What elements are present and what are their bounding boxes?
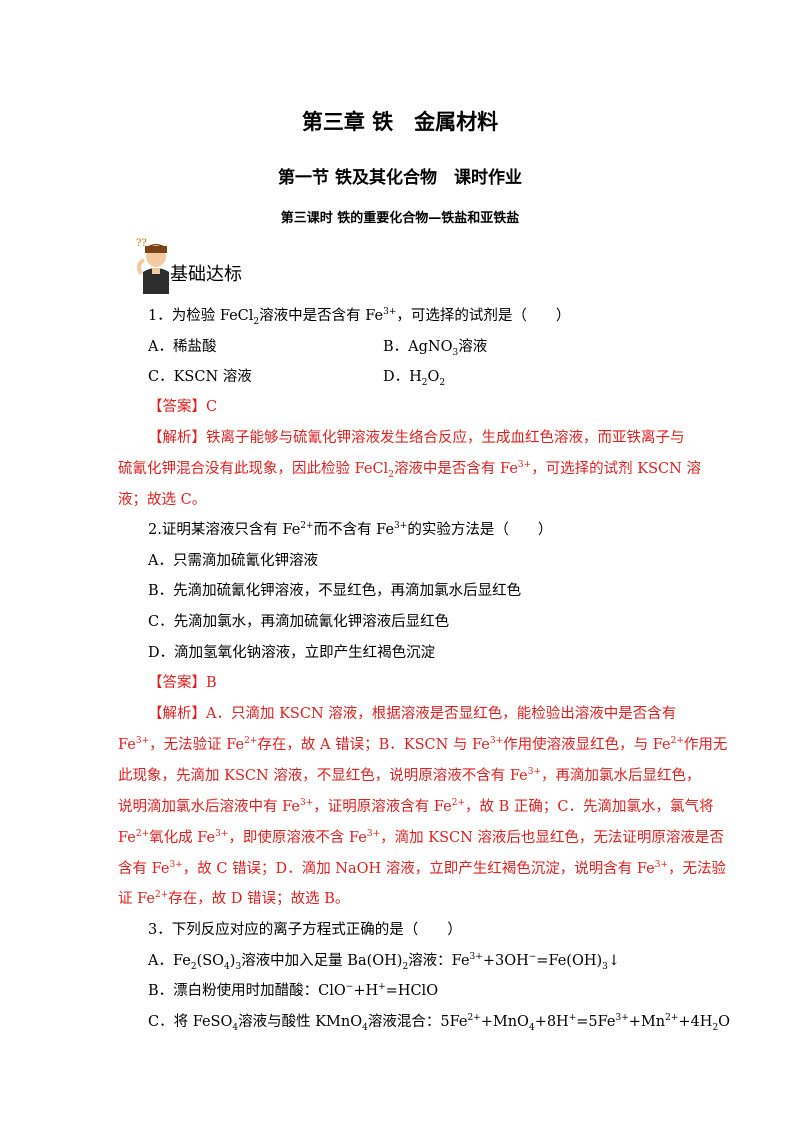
section-title: 第一节 铁及其化合物 课时作业 — [278, 168, 522, 188]
lesson-title: 第三课时 铁的重要化合物—铁盐和亚铁盐 — [280, 211, 520, 226]
q1-stem: 1．为检验 FeCl2溶液中是否含有 Fe3+，可选择的试剂是（ ） — [148, 307, 571, 327]
q3-stem: 3．下列反应对应的离子方程式正确的是（ ） — [148, 922, 462, 938]
q1-option-b: B．AgNO3溶液 — [383, 339, 488, 358]
svg-text:??: ?? — [136, 238, 147, 249]
q2-option-d: D．滴加氢氧化钠溶液，立即产生红褐色沉淀 — [148, 645, 436, 661]
q2-analysis-line: 证 Fe2+存在，故 D 错误；故选 B。 — [118, 890, 350, 907]
q3-option-b: B．漂白粉使用时加醋酸：ClO−+H+=HClO — [148, 982, 439, 999]
q1-analysis-line: 【解析】铁离子能够与硫氰化钾溶液发生络合反应，生成血红色溶液，而亚铁离子与 — [148, 430, 685, 446]
q3-option-a: A．Fe2(SO4)3溶液中加入足量 Ba(OH)2溶液：Fe3++3OH−=F… — [148, 952, 621, 972]
section-header: ?? 基础达标 — [134, 234, 334, 294]
thinking-boy-icon: ?? — [136, 238, 169, 294]
q2-stem: 2.证明某溶液只含有 Fe2+而不含有 Fe3+的实验方法是（ ） — [148, 521, 553, 538]
q1-analysis-line: 硫氰化钾混合没有此现象，因此检验 FeCl2溶液中是否含有 Fe3+，可选择的试… — [118, 460, 701, 480]
chapter-title: 第三章 铁 金属材料 — [301, 110, 499, 134]
q2-analysis-line: 含有 Fe3+，故 C 错误；D．滴加 NaOH 溶液，立即产生红褐色沉淀，说明… — [118, 860, 727, 877]
q2-analysis-line: Fe2+氧化成 Fe3+，即使原溶液不含 Fe3+，滴加 KSCN 溶液后也显红… — [118, 829, 724, 846]
q2-option-b: B．先滴加硫氰化钾溶液，不显红色，再滴加氯水后显红色 — [148, 583, 522, 599]
q1-analysis-line: 液；故选 C。 — [118, 492, 207, 508]
q2-option-a: A．只需滴加硫氰化钾溶液 — [148, 553, 318, 569]
q1-answer: 【答案】C — [148, 399, 218, 415]
q1-option-c: C．KSCN 溶液 — [148, 369, 252, 385]
q1-option-a: A．稀盐酸 — [148, 339, 217, 355]
q2-answer: 【答案】B — [148, 675, 217, 691]
section-label: 基础达标 — [170, 264, 242, 285]
q2-option-c: C．先滴加氯水，再滴加硫氰化钾溶液后显红色 — [148, 614, 450, 630]
q3-option-c: C．将 FeSO4溶液与酸性 KMnO4溶液混合：5Fe2++MnO4+8H+=… — [148, 1013, 731, 1033]
q1-option-d: D．H2O2 — [383, 369, 446, 388]
q2-analysis-line: Fe3+，无法验证 Fe2+存在，故 A 错误；B．KSCN 与 Fe3+作用使… — [118, 736, 728, 753]
q2-analysis-line: 此现象，先滴加 KSCN 溶液，不显红色，说明原溶液不含有 Fe3+，再滴加氯水… — [118, 767, 701, 784]
q2-analysis-line: 【解析】A．只滴加 KSCN 溶液，根据溶液是否显红色，能检验出溶液中是否含有 — [148, 706, 677, 722]
q2-analysis-line: 说明滴加氯水后溶液中有 Fe3+，证明原溶液含有 Fe2+，故 B 正确；C．先… — [118, 798, 714, 815]
